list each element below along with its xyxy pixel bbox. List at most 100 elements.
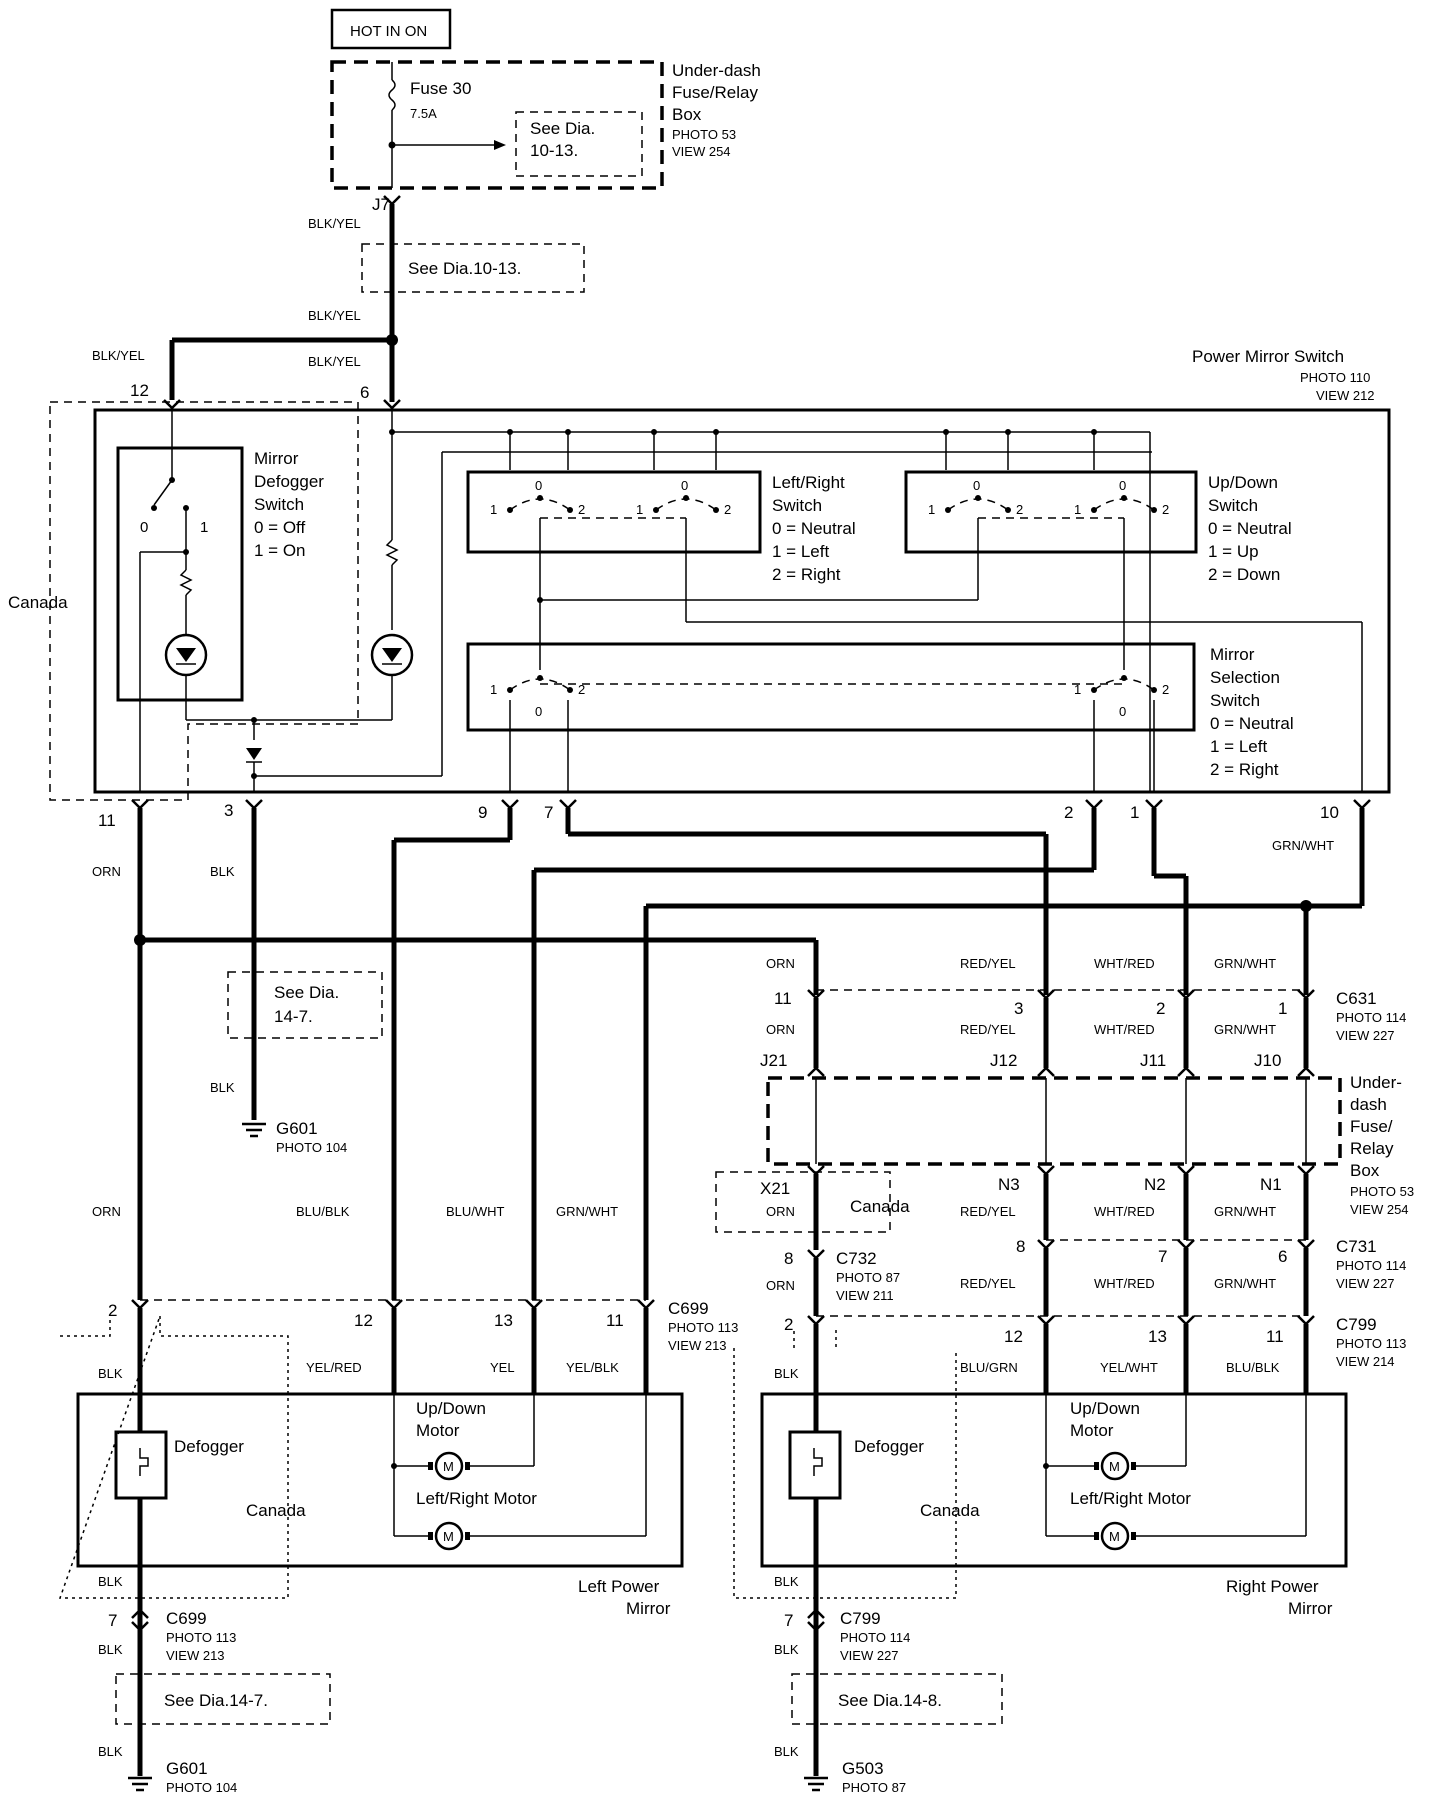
pms-title: Power Mirror Switch (1192, 347, 1344, 366)
switch-contact-point (1151, 687, 1157, 693)
fuse-box-title-2: Fuse/Relay (672, 83, 758, 102)
svg-text:Right Power: Right Power (1226, 1577, 1319, 1596)
switch-contact-point (1005, 507, 1011, 513)
svg-text:8: 8 (1016, 1237, 1025, 1256)
pms-view: VIEW 212 (1316, 388, 1375, 403)
svg-text:Fuse/: Fuse/ (1350, 1117, 1393, 1136)
svg-text:Selection: Selection (1210, 668, 1280, 687)
svg-text:Canada: Canada (920, 1501, 980, 1520)
defogger-element-icon-right (788, 1430, 842, 1500)
pms-canada-label: Canada (8, 593, 68, 612)
svg-text:Motor: Motor (1070, 1421, 1114, 1440)
svg-text:0 = Neutral: 0 = Neutral (1210, 714, 1294, 733)
svg-text:VIEW 227: VIEW 227 (840, 1648, 899, 1663)
svg-text:Under-: Under- (1350, 1073, 1402, 1092)
underdash-fuse-relay-box-mid: Under- dash Fuse/ Relay Box PHOTO 53 VIE… (715, 1066, 1414, 1250)
power-mirror-switch: Power Mirror Switch PHOTO 110 VIEW 212 C… (8, 347, 1391, 830)
defogger-element-icon (114, 1430, 168, 1500)
svg-text:Box: Box (1350, 1161, 1380, 1180)
switch-contact-point (1091, 687, 1097, 693)
svg-text:VIEW 213: VIEW 213 (668, 1338, 727, 1353)
svg-text:YEL/WHT: YEL/WHT (1100, 1360, 1158, 1375)
fuse-box-photo: PHOTO 53 (672, 127, 736, 142)
ground-icon (242, 1122, 266, 1138)
resistor-icon (179, 569, 193, 596)
svg-text:BLU/WHT: BLU/WHT (446, 1204, 505, 1219)
svg-text:Mirror: Mirror (254, 449, 299, 468)
svg-text:1: 1 (1278, 999, 1287, 1018)
svg-text:BLU/GRN: BLU/GRN (960, 1360, 1018, 1375)
fuse-box-title-3: Box (672, 105, 702, 124)
svg-text:9: 9 (478, 803, 487, 822)
svg-text:Switch: Switch (254, 495, 304, 514)
svg-text:BLU/BLK: BLU/BLK (296, 1204, 350, 1219)
svg-text:Mirror: Mirror (626, 1599, 671, 1618)
svg-text:PHOTO 113: PHOTO 113 (668, 1320, 738, 1335)
svg-text:C699: C699 (668, 1299, 709, 1318)
svg-text:G503: G503 (842, 1759, 884, 1778)
svg-text:WHT/RED: WHT/RED (1094, 1204, 1155, 1219)
svg-text:2 = Down: 2 = Down (1208, 565, 1280, 584)
svg-text:PHOTO 113: PHOTO 113 (1336, 1336, 1406, 1351)
svg-text:Left Power: Left Power (578, 1577, 660, 1596)
svg-text:13: 13 (494, 1311, 513, 1330)
svg-text:See Dia.: See Dia. (274, 983, 339, 1002)
svg-text:6: 6 (360, 383, 369, 402)
svg-text:2 = Right: 2 = Right (772, 565, 841, 584)
svg-text:1 = Up: 1 = Up (1208, 542, 1259, 561)
svg-text:M: M (1109, 1459, 1120, 1474)
svg-text:14-7.: 14-7. (274, 1007, 313, 1026)
svg-text:1: 1 (200, 519, 208, 536)
updown-motor-icon: M (428, 1451, 470, 1481)
svg-text:M: M (443, 1459, 454, 1474)
see-dia-10-13: See Dia.10-13. (408, 259, 521, 278)
right-ground-branch: BLK 7 C799 PHOTO 114 VIEW 227 BLK See Di… (774, 1574, 1003, 1795)
svg-text:VIEW 213: VIEW 213 (166, 1648, 225, 1663)
svg-text:Defogger: Defogger (854, 1437, 924, 1456)
svg-text:C799: C799 (1336, 1315, 1377, 1334)
svg-text:2: 2 (1064, 803, 1073, 822)
svg-text:GRN/WHT: GRN/WHT (1272, 838, 1334, 853)
svg-text:PHOTO 114: PHOTO 114 (1336, 1258, 1406, 1273)
svg-text:C699: C699 (166, 1609, 207, 1628)
svg-text:BLK/YEL: BLK/YEL (92, 348, 145, 363)
switch-position-label: 2 (724, 502, 731, 517)
svg-text:ORN: ORN (766, 1278, 795, 1293)
svg-text:ORN: ORN (92, 1204, 121, 1219)
svg-text:BLK/YEL: BLK/YEL (308, 308, 361, 323)
svg-text:1 = Left: 1 = Left (772, 542, 829, 561)
switch-position-label: 2 (1162, 502, 1169, 517)
svg-text:BLK: BLK (774, 1744, 799, 1759)
svg-text:X21: X21 (760, 1179, 790, 1198)
c631-connector: 11 3 2 1 C631 PHOTO 114 VIEW 227 ORN RED… (760, 989, 1406, 1070)
svg-text:RED/YEL: RED/YEL (960, 1204, 1016, 1219)
switch-position-label: 0 (681, 478, 688, 493)
svg-text:PHOTO 113: PHOTO 113 (166, 1630, 236, 1645)
svg-text:2 = Right: 2 = Right (1210, 760, 1279, 779)
svg-text:BLK/YEL: BLK/YEL (308, 216, 361, 231)
svg-text:BLK: BLK (774, 1366, 799, 1381)
svg-text:PHOTO 114: PHOTO 114 (1336, 1010, 1406, 1025)
switch-position-label: 2 (1162, 682, 1169, 697)
c699-c799-top: 2 12 13 11 C699 PHOTO 113 VIEW 213 BLU/B… (98, 1204, 1406, 1394)
svg-text:YEL/RED: YEL/RED (306, 1360, 362, 1375)
svg-text:BLK: BLK (98, 1366, 123, 1381)
svg-text:J12: J12 (990, 1051, 1017, 1070)
arrow-icon (494, 140, 506, 150)
svg-text:11: 11 (774, 989, 792, 1008)
svg-text:VIEW 254: VIEW 254 (1350, 1202, 1409, 1217)
fuse-box-title-1: Under-dash (672, 61, 761, 80)
svg-text:3: 3 (224, 801, 233, 820)
switch-position-label: 0 (1119, 478, 1126, 493)
svg-text:Canada: Canada (246, 1501, 306, 1520)
switch-position-label: 1 (1074, 502, 1081, 517)
svg-text:dash: dash (1350, 1095, 1387, 1114)
svg-text:C732: C732 (836, 1249, 877, 1268)
svg-text:3: 3 (1014, 999, 1023, 1018)
svg-text:PHOTO 87: PHOTO 87 (836, 1270, 900, 1285)
svg-text:1 = On: 1 = On (254, 541, 306, 560)
svg-text:GRN/WHT: GRN/WHT (556, 1204, 618, 1219)
svg-text:PHOTO 114: PHOTO 114 (840, 1630, 910, 1645)
